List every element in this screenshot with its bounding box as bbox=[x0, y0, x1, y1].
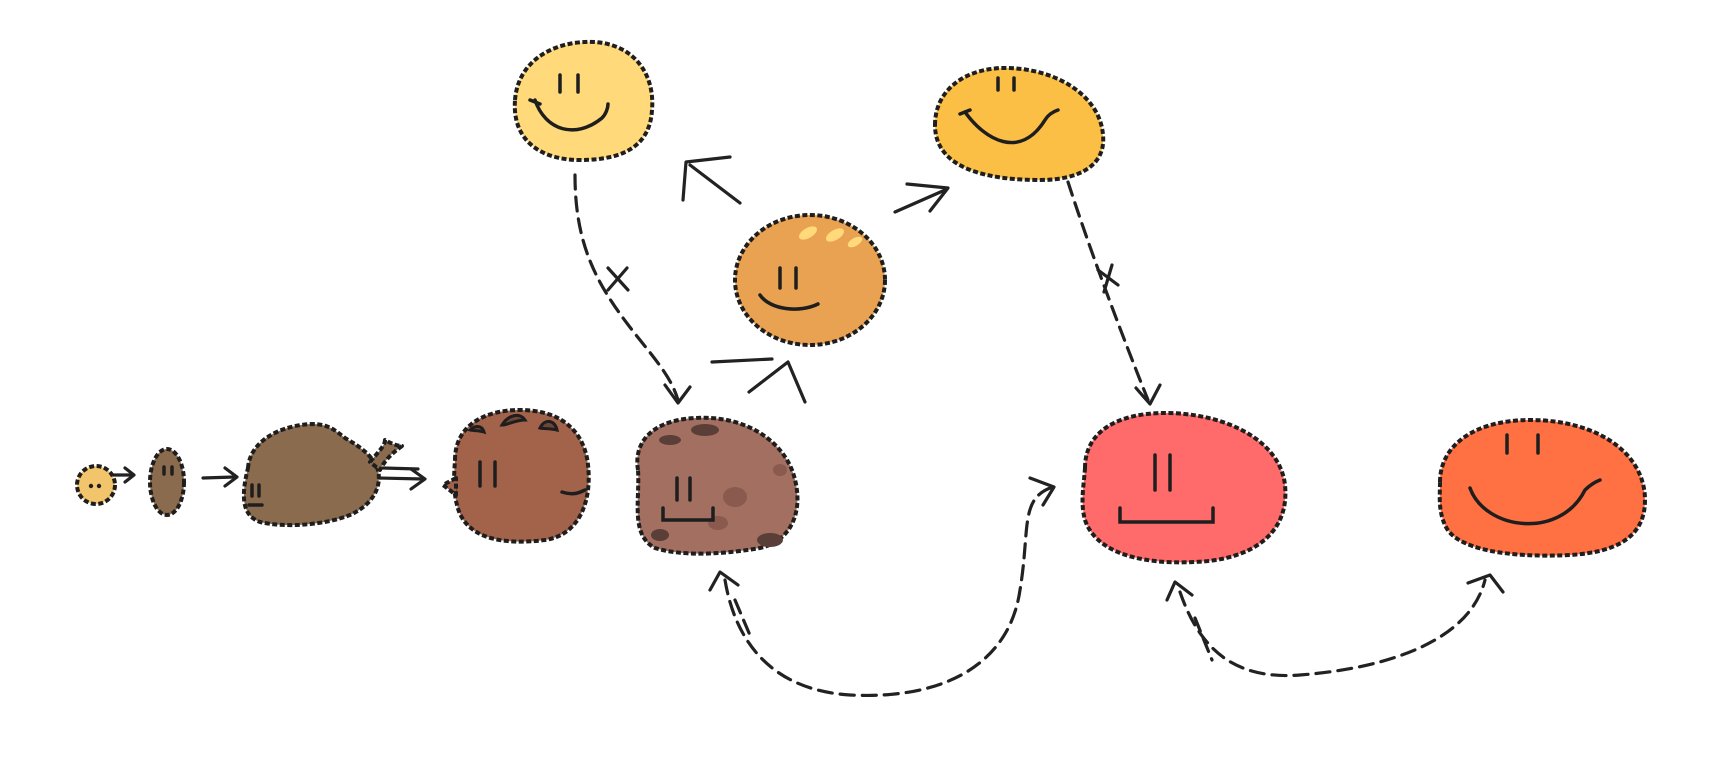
arrow-pink-red-blob-to-orange-red-blob bbox=[1165, 573, 1505, 678]
seed-body bbox=[75, 464, 117, 506]
highlight bbox=[847, 236, 863, 248]
orange-tan-blob-creature bbox=[733, 213, 887, 347]
horn bbox=[499, 413, 528, 427]
arrow-gold-blob-to-pink-red-blob bbox=[1066, 180, 1162, 406]
sprout-body bbox=[148, 447, 186, 517]
young-blob-creature bbox=[241, 422, 404, 528]
arrow-orange-tan-blob-to-gold-blob bbox=[893, 182, 950, 214]
horn bbox=[467, 425, 487, 435]
pale-yellow-blob-creature bbox=[512, 39, 655, 162]
arrow-sprout-to-young-blob bbox=[201, 466, 239, 488]
arrows bbox=[111, 155, 1505, 698]
spot bbox=[723, 487, 747, 507]
red-brown-blob-creature bbox=[441, 408, 591, 544]
eye bbox=[96, 483, 102, 489]
leaf-nub bbox=[441, 476, 458, 497]
tail bbox=[368, 438, 404, 472]
spot bbox=[659, 435, 681, 445]
highlight bbox=[798, 226, 818, 240]
gold-blob-creature bbox=[933, 66, 1106, 182]
spot bbox=[691, 424, 719, 436]
sprout-creature bbox=[148, 447, 186, 517]
pink-red-blob-body bbox=[1080, 411, 1288, 565]
arrow-spotted-blob-to-pink-red-blob bbox=[708, 476, 1056, 698]
gold-blob-body bbox=[933, 66, 1106, 182]
seed-creature bbox=[75, 464, 117, 506]
spot bbox=[651, 529, 669, 541]
pale-yellow-blob-body bbox=[512, 39, 655, 162]
spot bbox=[773, 464, 787, 476]
spot bbox=[708, 516, 728, 530]
arrow-orange-tan-blob-to-pale-yellow-blob bbox=[681, 155, 742, 205]
arrow-pale-yellow-blob-to-spotted-blob bbox=[573, 173, 692, 405]
orange-tan-blob-body bbox=[733, 213, 887, 347]
arrow-young-blob-to-red-brown-blob bbox=[376, 466, 427, 491]
orange-red-blob-creature bbox=[1437, 418, 1647, 558]
red-brown-blob-body bbox=[452, 408, 591, 544]
arrow-spotted-blob-to-orange-tan-blob bbox=[710, 357, 807, 404]
pink-red-blob-creature bbox=[1080, 411, 1288, 565]
orange-red-blob-body bbox=[1437, 418, 1647, 558]
highlight bbox=[825, 228, 845, 242]
arrow-seed-to-sprout bbox=[111, 466, 136, 484]
spotted-blob-creature bbox=[635, 415, 800, 556]
eye bbox=[88, 483, 94, 489]
horn bbox=[537, 420, 559, 433]
young-blob-body bbox=[241, 422, 381, 528]
spot bbox=[757, 533, 783, 547]
